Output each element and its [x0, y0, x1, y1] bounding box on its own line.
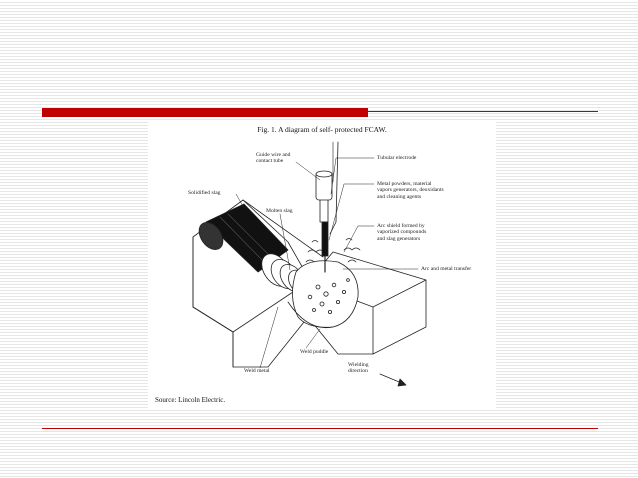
figure-source: Source: Lincoln Electric. [155, 396, 226, 404]
label-tubular-electrode: Tubular electrode [377, 155, 417, 161]
leader-lines [235, 157, 419, 369]
figure-title: Fig. 1. A diagram of self- protected FCA… [257, 125, 387, 134]
welding-direction-arrow [379, 373, 407, 387]
label-weld-puddle: Weld puddle [300, 349, 329, 355]
fcaw-diagram [192, 141, 427, 387]
electrode-assembly [315, 141, 339, 273]
label-molten-slag: Molten slag [266, 208, 293, 214]
label-solidified-slag: Solidified slag [188, 190, 221, 196]
label-weld-metal: Weld metal [244, 368, 270, 374]
header-accent-line [368, 111, 598, 112]
label-arc-metal-transfer: Arc and metal transfer [421, 266, 472, 272]
fcaw-figure: Fig. 1. A diagram of self- protected FCA… [148, 122, 496, 410]
footer-accent-line [42, 428, 598, 429]
weld-puddle [287, 260, 359, 329]
header-accent-bar [42, 108, 368, 117]
